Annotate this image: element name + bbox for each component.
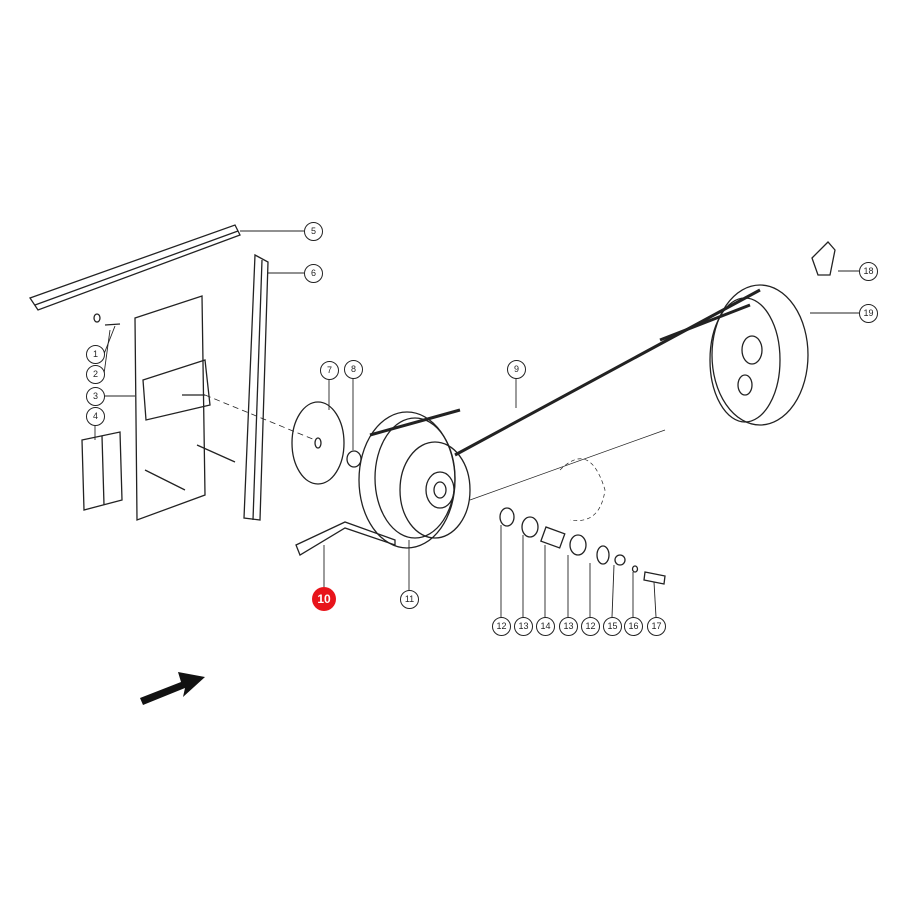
part-19-pulley xyxy=(709,284,809,426)
callout-8[interactable]: 8 xyxy=(344,360,363,379)
callout-2[interactable]: 2 xyxy=(86,365,105,384)
frame-outline xyxy=(469,429,666,521)
callout-3[interactable]: 3 xyxy=(86,387,105,406)
callout-13[interactable]: 13 xyxy=(559,617,578,636)
callout-15[interactable]: 15 xyxy=(603,617,622,636)
part-7-disc xyxy=(291,401,345,485)
callout-18[interactable]: 18 xyxy=(859,262,878,281)
leader-lines xyxy=(94,230,859,618)
part-3-bracket xyxy=(134,295,236,521)
callout-9[interactable]: 9 xyxy=(507,360,526,379)
callout-13[interactable]: 13 xyxy=(514,617,533,636)
part-18-clip xyxy=(811,241,836,276)
callout-7[interactable]: 7 xyxy=(320,361,339,380)
part-6-strip xyxy=(243,253,269,521)
direction-arrow-icon xyxy=(140,672,205,705)
centerline xyxy=(204,394,316,441)
part-1-2-bolt xyxy=(93,313,121,326)
callout-11[interactable]: 11 xyxy=(400,590,419,609)
part-4-plate xyxy=(81,431,123,511)
part-5-angle-bar xyxy=(28,224,241,311)
callout-5[interactable]: 5 xyxy=(304,222,323,241)
callout-19[interactable]: 19 xyxy=(859,304,878,323)
callout-14[interactable]: 14 xyxy=(536,617,555,636)
part-11-pulley xyxy=(358,411,471,549)
callout-12[interactable]: 12 xyxy=(492,617,511,636)
part-9-belt xyxy=(369,288,761,457)
callout-12[interactable]: 12 xyxy=(581,617,600,636)
hardware-12-17 xyxy=(499,507,666,585)
callout-6[interactable]: 6 xyxy=(304,264,323,283)
callout-17[interactable]: 17 xyxy=(647,617,666,636)
callout-1[interactable]: 1 xyxy=(86,345,105,364)
part-10-rod xyxy=(295,521,396,556)
callout-4[interactable]: 4 xyxy=(86,407,105,426)
part-8-bushing xyxy=(346,450,362,468)
callout-16[interactable]: 16 xyxy=(624,617,643,636)
callout-10-highlighted[interactable]: 10 xyxy=(312,587,336,611)
